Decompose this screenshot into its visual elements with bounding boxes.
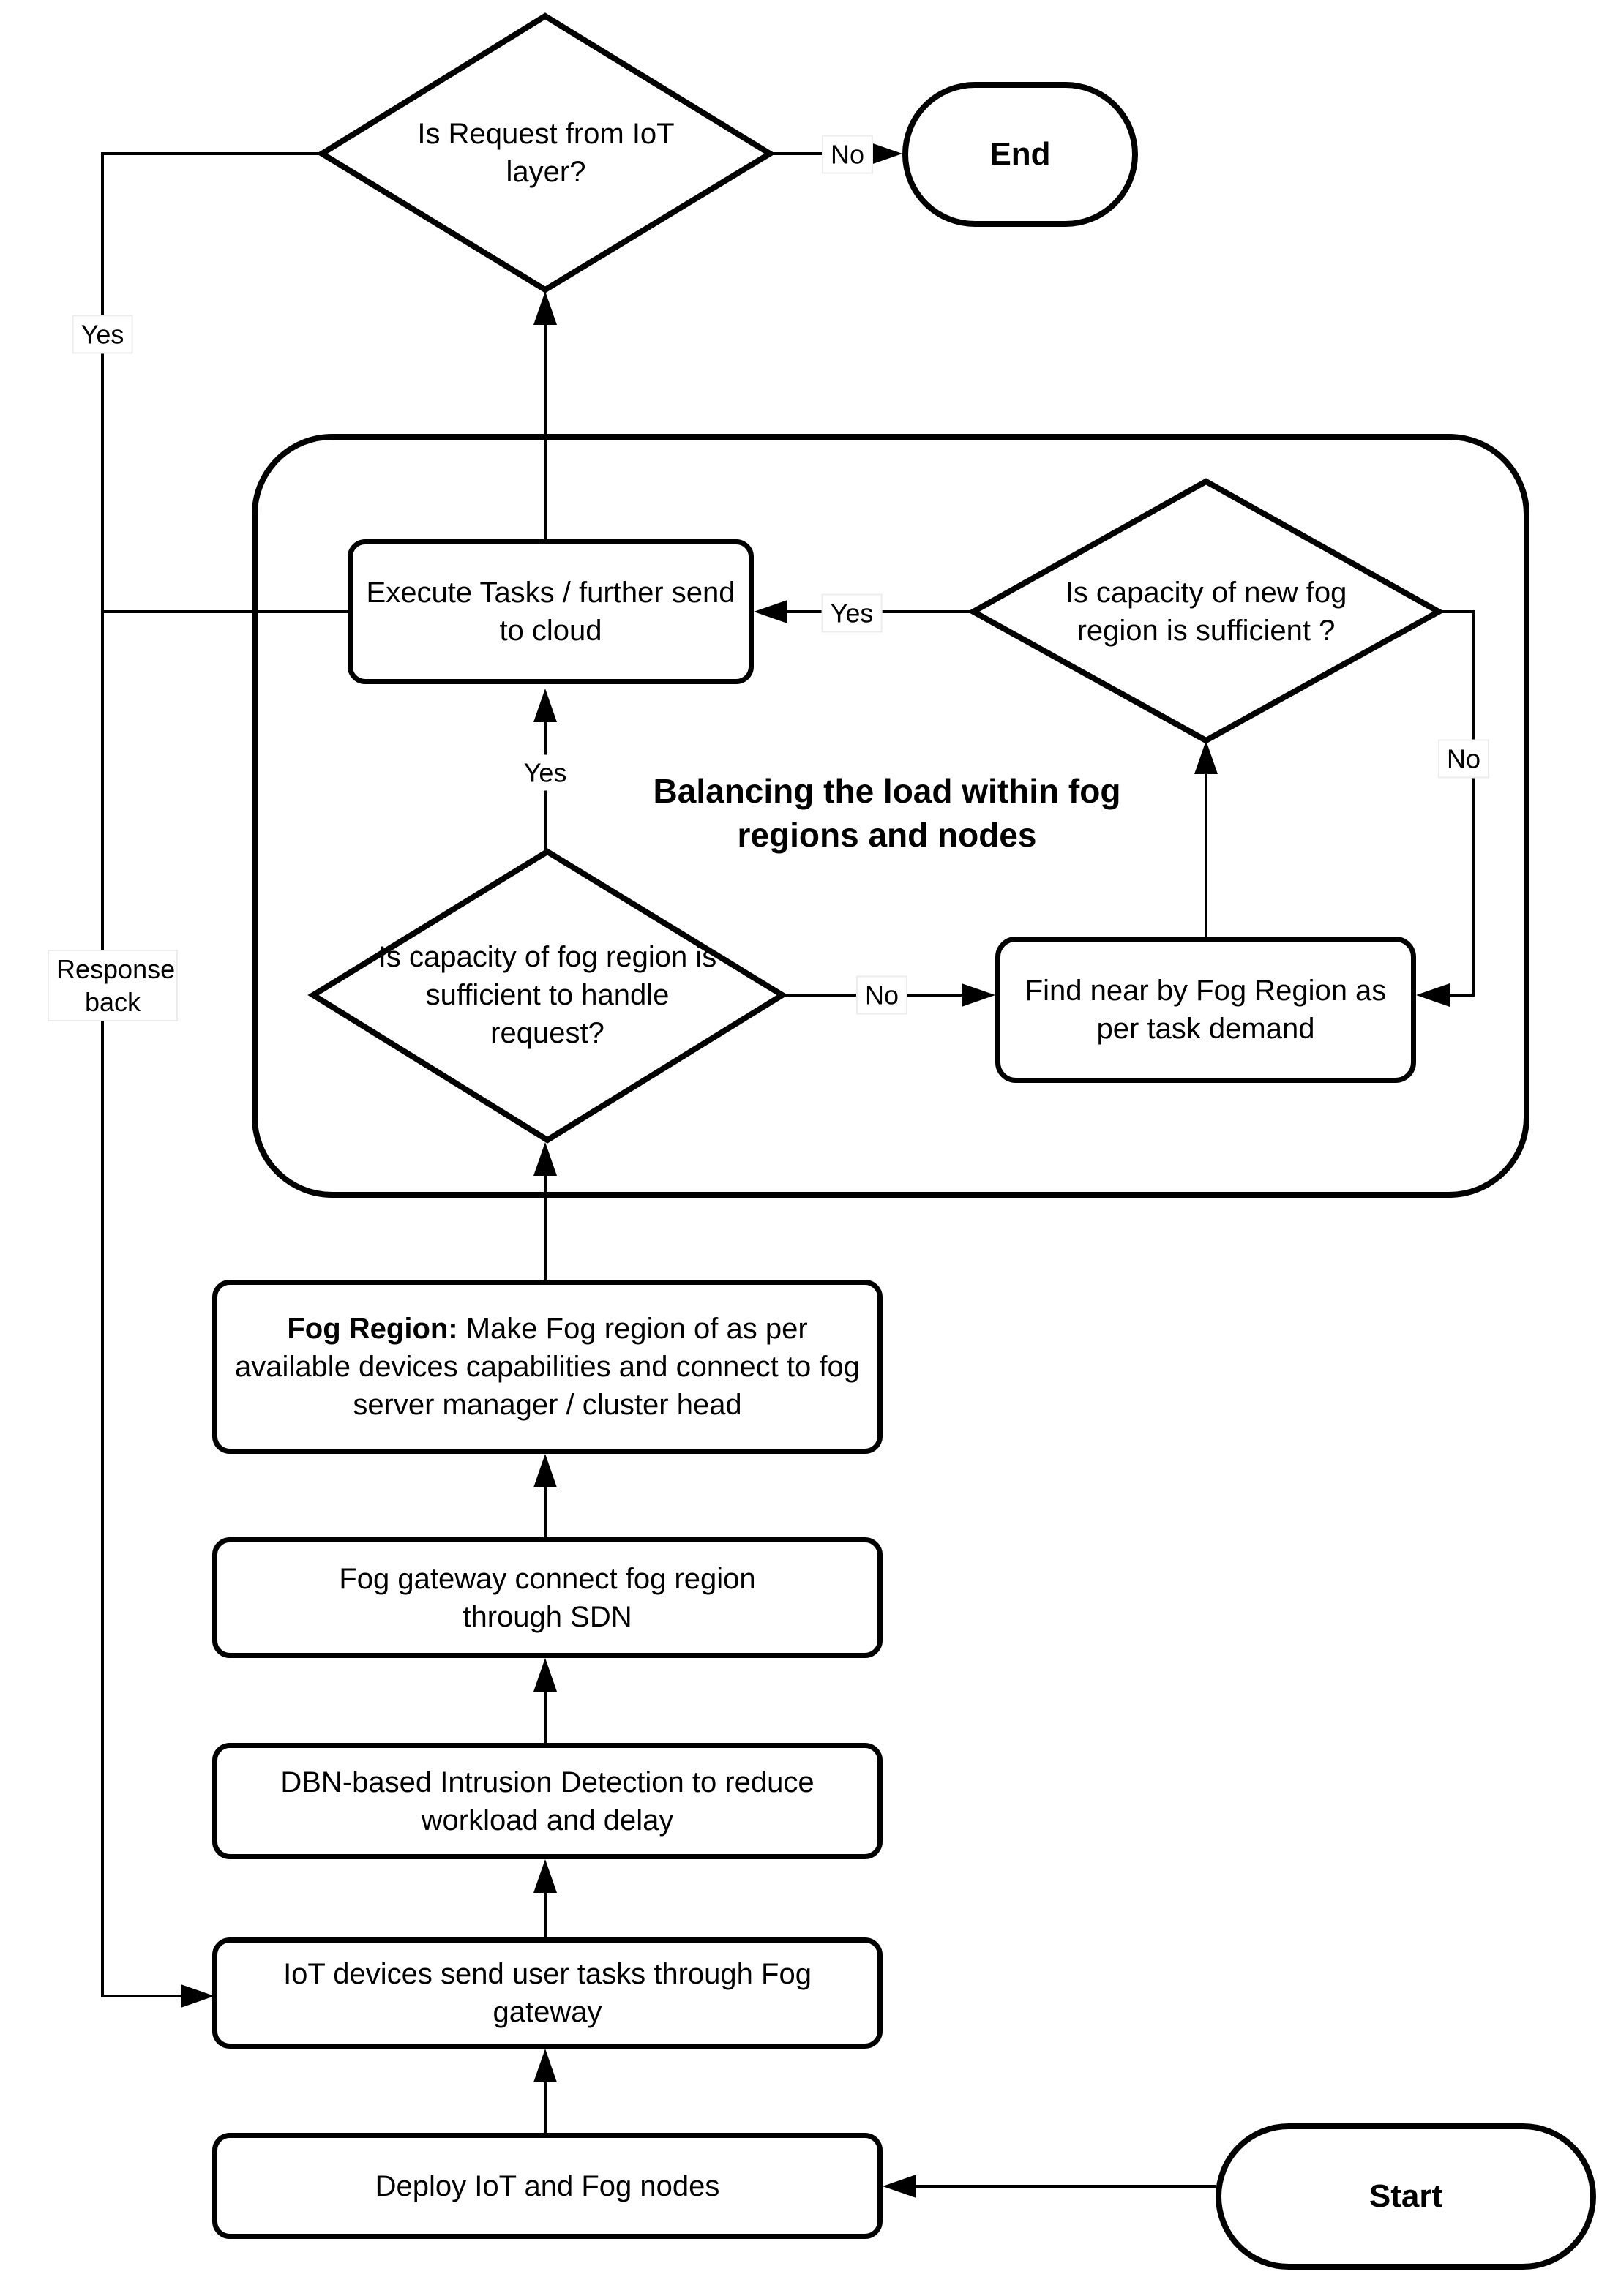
process-dbn-intrusion-detection-label: DBN-based Intrusion Detection to reduce … [280,1766,815,1837]
edge-label-response-back-text: Response back [56,954,176,1017]
edge-label-no-to-end: No [821,135,874,174]
arrowhead-up-request-decision [533,291,557,325]
process-execute-tasks: Execute Tasks / further send to cloud [348,539,754,684]
decision-new-fog-region-capacity: Is capacity of new fog region is suffici… [1023,574,1389,650]
process-fog-gateway-sdn: Fog gateway connect fog region through S… [212,1537,883,1658]
process-find-nearby-fog-region: Find near by Fog Region as per task dema… [995,937,1416,1083]
edge-label-no-new-fog-path-text: No [1446,743,1481,774]
edge-label-response-back: Response back [48,950,178,1021]
process-fog-region-label: Fog Region: Make Fog region of as per av… [227,1310,868,1424]
process-execute-tasks-label: Execute Tasks / further send to cloud [366,577,735,647]
edge-label-yes-new-fog-to-execute-text: Yes [830,598,874,629]
edge-label-no-new-fog-path: No [1437,739,1490,779]
arrowhead-right-end [869,142,902,165]
process-deploy-iot-fog-nodes-label: Deploy IoT and Fog nodes [375,2169,720,2202]
process-iot-devices-send-tasks-label: IoT devices send user tasks through Fog … [283,1958,812,2028]
decision-request-from-iot-layer: Is Request from IoT layer? [414,115,678,191]
edge-label-yes-to-execute-top: Yes [516,754,574,791]
group-title: Balancing the load within fog regions an… [653,770,1121,858]
process-fog-region-label-bold: Fog Region: [287,1313,458,1345]
edge-label-no-to-find-region-text: No [864,980,899,1010]
process-deploy-iot-fog-nodes: Deploy IoT and Fog nodes [212,2133,883,2239]
process-iot-devices-send-tasks: IoT devices send user tasks through Fog … [212,1937,883,2049]
process-fog-region-label-rest: Make Fog region of as per available devi… [235,1313,860,1421]
arrowhead-up-fogregion [533,1454,557,1487]
process-find-nearby-fog-region-label: Find near by Fog Region as per task dema… [1025,975,1387,1045]
decision-fog-region-capacity-label: Is capacity of fog region is sufficient … [378,941,717,1049]
group-title-text: Balancing the load within fog regions an… [653,772,1121,854]
process-fog-gateway-sdn-label: Fog gateway connect fog region through S… [339,1562,756,1633]
terminator-end: End [902,82,1138,227]
edge-label-yes-new-fog-to-execute: Yes [821,593,883,633]
decision-new-fog-region-capacity-label: Is capacity of new fog region is suffici… [1065,577,1347,647]
decision-request-from-iot-layer-label: Is Request from IoT layer? [417,118,675,188]
terminator-start: Start [1216,2123,1596,2270]
decision-fog-region-capacity: Is capacity of fog region is sufficient … [372,938,723,1052]
terminator-start-label: Start [1368,2178,1443,2214]
edge-label-no-to-find-region: No [855,975,908,1015]
process-fog-region: Fog Region: Make Fog region of as per av… [212,1280,883,1454]
edge-label-no-to-end-text: No [830,139,865,170]
edge-label-yes-response-line: Yes [72,315,133,354]
edge-label-yes-response-line-text: Yes [80,319,124,350]
terminator-end-label: End [989,136,1051,172]
arrowhead-right-iot [181,1984,214,2008]
arrowhead-up-gateway [533,1658,557,1692]
arrowhead-left-deploy [883,2175,916,2198]
arrowhead-up-iotbox [533,2049,557,2082]
process-dbn-intrusion-detection: DBN-based Intrusion Detection to reduce … [212,1743,883,1859]
arrowhead-up-dbn [533,1859,557,1893]
edge-label-yes-to-execute-top-text: Yes [523,757,567,788]
